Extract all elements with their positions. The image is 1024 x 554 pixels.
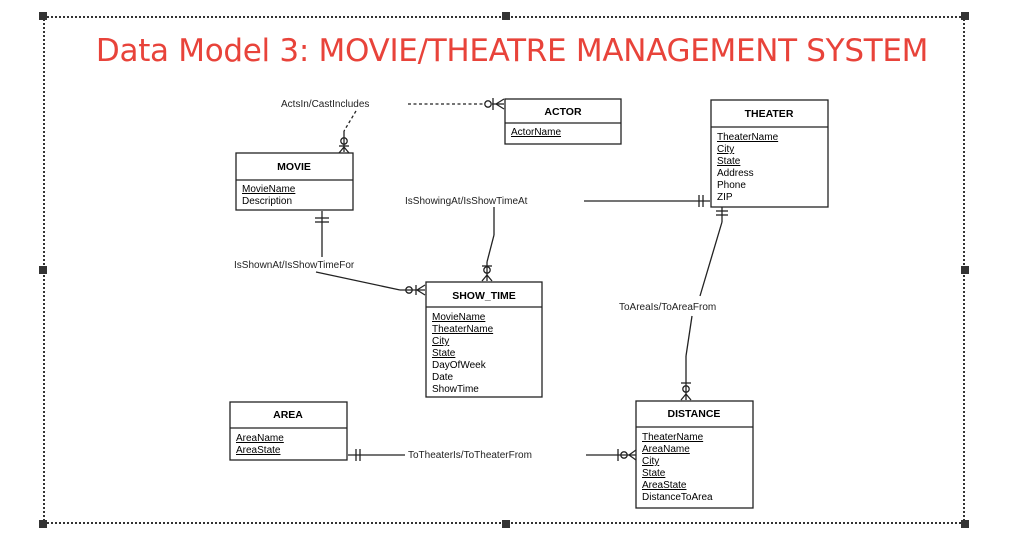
entity-name: MOVIE	[277, 161, 311, 173]
relationship-is-shown-at	[315, 211, 426, 296]
relationship-to-theater	[348, 449, 637, 461]
attribute: TheaterName	[432, 324, 494, 335]
attribute: Description	[242, 196, 292, 207]
entity-show-time: SHOW_TIME MovieName TheaterName City Sta…	[425, 281, 543, 398]
entity-name: THEATER	[745, 108, 794, 120]
resize-handle-middle-left[interactable]	[39, 266, 47, 274]
attribute: City	[432, 336, 449, 347]
attribute: DistanceToArea	[642, 492, 713, 503]
attribute: MovieName	[242, 184, 296, 195]
resize-handle-bottom-left[interactable]	[39, 520, 47, 528]
attribute: TheaterName	[642, 432, 704, 443]
attribute: Phone	[717, 180, 746, 191]
attribute: State	[717, 156, 741, 167]
entity-area: AREA AreaName AreaState	[229, 401, 348, 461]
attribute: AreaState	[236, 445, 281, 456]
attribute: MovieName	[432, 312, 486, 323]
attribute: AreaState	[642, 480, 687, 491]
attribute: AreaName	[236, 433, 284, 444]
resize-handle-top-left[interactable]	[39, 12, 47, 20]
entity-name: SHOW_TIME	[452, 290, 516, 302]
attribute: ActorName	[511, 127, 561, 138]
entity-distance: DISTANCE TheaterName AreaName City State…	[635, 400, 754, 509]
entity-name: AREA	[273, 409, 303, 421]
label-to-area: ToAreaIs/ToAreaFrom	[619, 302, 716, 313]
resize-handle-middle-right[interactable]	[961, 266, 969, 274]
entity-name: ACTOR	[544, 106, 582, 118]
entity-movie: MOVIE MovieName Description	[235, 152, 354, 211]
label-is-showing-at: IsShowingAt/IsShowTimeAt	[405, 196, 528, 207]
diagram-title: Data Model 3: MOVIE/THEATRE MANAGEMENT S…	[95, 33, 929, 69]
attribute: Address	[717, 168, 754, 179]
entity-theater: THEATER TheaterName City State Address P…	[710, 99, 829, 208]
resize-handle-bottom-right[interactable]	[961, 520, 969, 528]
relationship-is-showing-at	[481, 195, 710, 282]
relationship-acts-in	[338, 98, 505, 154]
resize-handle-bottom-center[interactable]	[502, 520, 510, 528]
resize-handle-top-center[interactable]	[502, 12, 510, 20]
attribute: AreaName	[642, 444, 690, 455]
attribute: State	[432, 348, 456, 359]
attribute: TheaterName	[717, 132, 779, 143]
attribute: Date	[432, 372, 454, 383]
attribute: ZIP	[717, 192, 733, 203]
attribute: ShowTime	[432, 384, 479, 395]
entity-actor: ACTOR ActorName	[504, 98, 622, 145]
relationship-to-area	[680, 207, 728, 401]
resize-handle-top-right[interactable]	[961, 12, 969, 20]
label-acts-in: ActsIn/CastIncludes	[281, 99, 369, 110]
entity-name: DISTANCE	[668, 408, 721, 420]
attribute: City	[717, 144, 734, 155]
label-to-theater: ToTheaterIs/ToTheaterFrom	[408, 450, 532, 461]
attribute: DayOfWeek	[432, 360, 487, 371]
attribute: City	[642, 456, 659, 467]
label-is-shown-at: IsShownAt/IsShowTimeFor	[234, 260, 355, 271]
attribute: State	[642, 468, 666, 479]
